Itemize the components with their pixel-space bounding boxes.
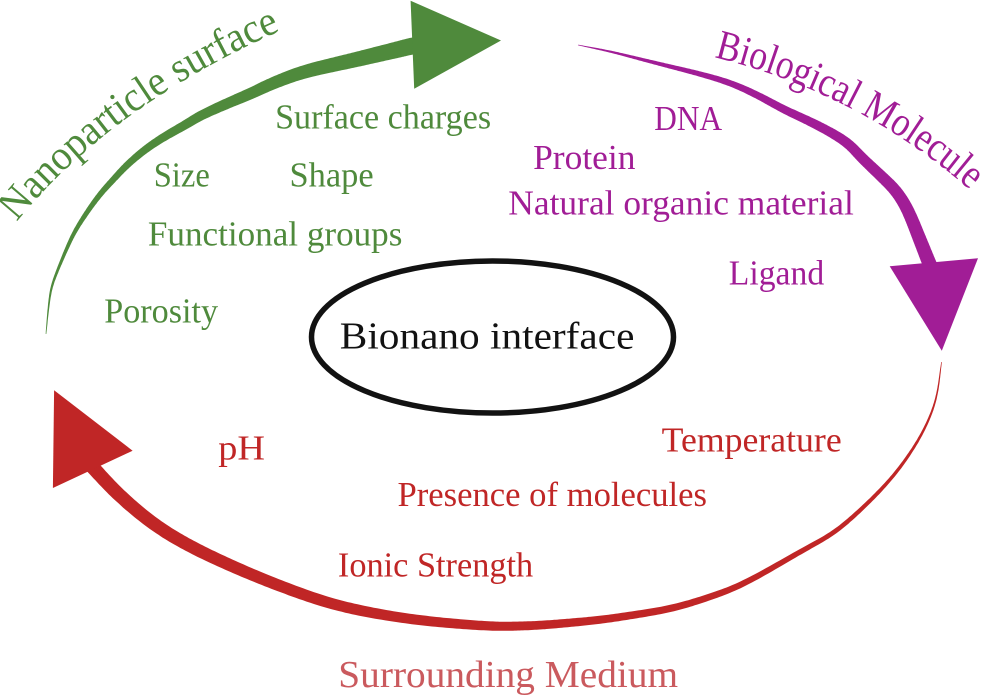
svg-text:Temperature: Temperature <box>662 422 842 460</box>
svg-text:Nanoparticle surface: Nanoparticle surface <box>0 0 285 228</box>
svg-text:DNA: DNA <box>654 100 722 138</box>
svg-text:Ligand: Ligand <box>729 254 824 292</box>
svg-text:pH: pH <box>218 430 265 468</box>
svg-text:Ionic Strength: Ionic Strength <box>338 546 533 584</box>
svg-text:Surrounding Medium: Surrounding Medium <box>338 654 678 696</box>
svg-text:Protein: Protein <box>533 139 635 177</box>
svg-text:Shape: Shape <box>290 156 374 194</box>
svg-text:Biological Molecule: Biological Molecule <box>712 22 983 197</box>
svg-text:Bionano interface: Bionano interface <box>340 315 635 357</box>
svg-text:Functional groups: Functional groups <box>148 216 403 254</box>
svg-text:Natural organic material: Natural organic material <box>508 185 854 223</box>
svg-text:Porosity: Porosity <box>104 292 218 330</box>
svg-text:Surface charges: Surface charges <box>275 99 491 137</box>
svg-text:Size: Size <box>154 156 210 194</box>
svg-text:Presence of molecules: Presence of molecules <box>398 476 708 514</box>
